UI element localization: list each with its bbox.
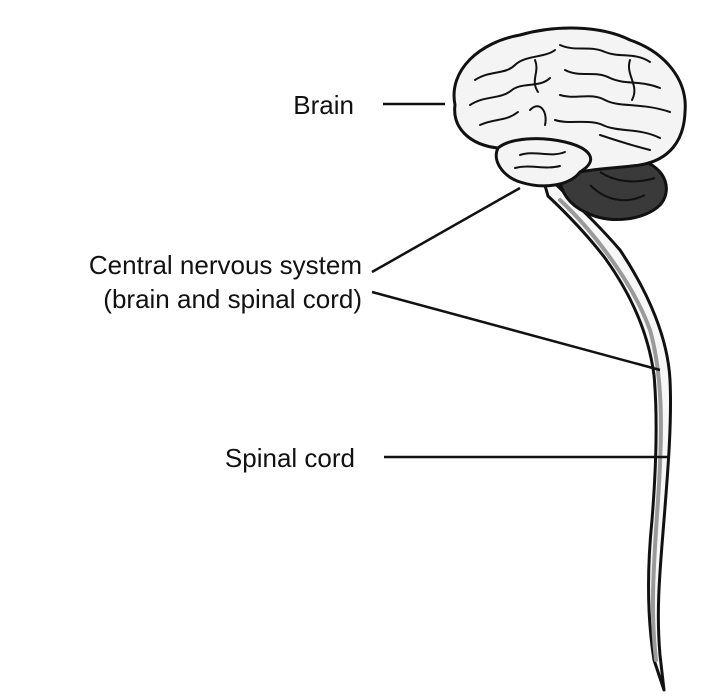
cns-leader-line-cord <box>371 290 661 372</box>
brain-gyri <box>469 44 671 169</box>
brain-label: Brain <box>293 90 354 120</box>
cns-label-line2: (brain and spinal cord) <box>103 284 362 314</box>
leader-lines <box>371 102 670 459</box>
temporal-lobe-outline <box>497 137 593 174</box>
spinal-cord-label: Spinal cord <box>224 443 355 473</box>
cerebellum-fold <box>589 171 656 202</box>
spinal-cord-shape <box>538 166 673 692</box>
central-nervous-system-label: Central nervous system (brain and spinal… <box>89 248 362 316</box>
spinal-cord-illustration <box>538 166 673 692</box>
cns-leader-line-brain <box>371 186 521 274</box>
brain-illustration <box>452 26 687 221</box>
cns-label-line1: Central nervous system <box>88 250 362 280</box>
spinal-cord-shading <box>558 198 663 662</box>
